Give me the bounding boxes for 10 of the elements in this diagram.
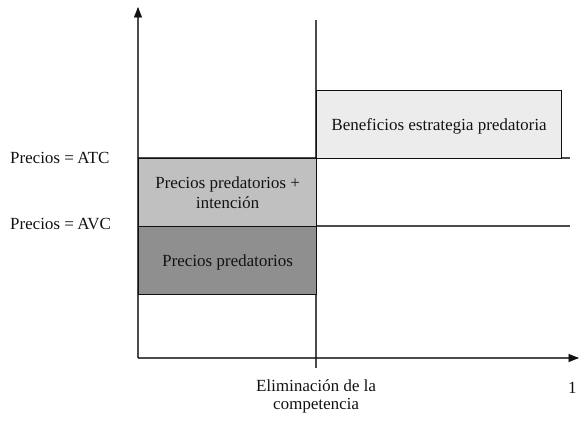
shaded-region [316,90,562,159]
shaded-region [138,158,317,227]
tick-label: Eliminación de la competencia [255,377,377,413]
region-label: Precios predatorios + intención [154,172,301,212]
tick-label: 1 [568,378,578,398]
axis-label: Precios = AVC [10,214,112,234]
region-label: Precios predatorios [161,250,294,270]
shaded-region [138,226,317,295]
axis-label: Precios = ATC [10,148,110,168]
region-label: Beneficios estrategia predatoria [330,114,548,134]
